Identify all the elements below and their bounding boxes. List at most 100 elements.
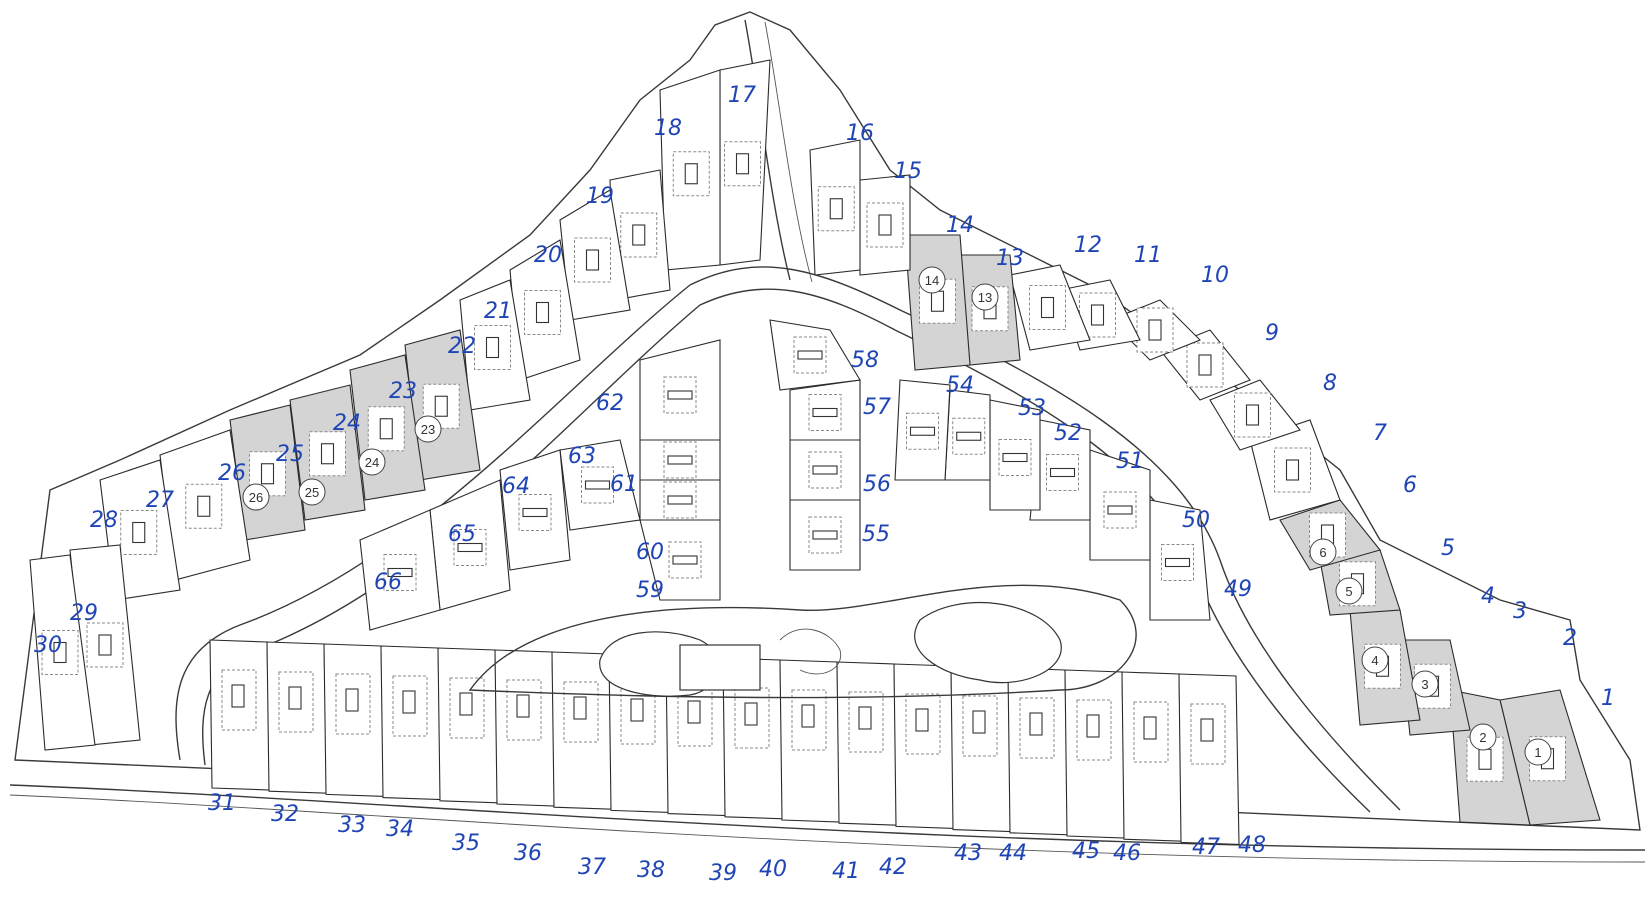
lot-number-40: 40 [759, 857, 787, 882]
house-core [667, 495, 693, 505]
lot-number-9: 9 [1265, 321, 1279, 346]
circled-mark-23: 23 [414, 415, 442, 443]
lot-number-7: 7 [1373, 421, 1387, 446]
house-core [801, 704, 815, 728]
lot-number-44: 44 [999, 841, 1027, 866]
house-core [288, 686, 302, 710]
north-lot-parcels [29, 59, 1601, 826]
house-core [573, 696, 587, 720]
south-street [9, 784, 1646, 851]
lot-number-38: 38 [637, 858, 665, 883]
lot-number-20: 20 [534, 243, 562, 268]
lot-number-31: 31 [208, 791, 236, 816]
house-core [667, 455, 693, 465]
lot-number-26: 26 [218, 461, 246, 486]
lot-number-1: 1 [1601, 686, 1615, 711]
north-access-road-edge [764, 21, 813, 283]
lot-number-labels: 1234567891011121314151617181920212223242… [34, 83, 1615, 886]
house-core [345, 688, 359, 712]
svg-text:3: 3 [1421, 677, 1428, 692]
lot-number-2: 2 [1563, 626, 1577, 651]
house-core [459, 692, 473, 716]
lot-number-12: 12 [1074, 233, 1102, 258]
circled-mark-13: 13 [971, 283, 999, 311]
lot-number-15: 15 [894, 159, 922, 184]
house-footprint [563, 681, 599, 743]
svg-text:26: 26 [249, 490, 263, 505]
svg-text:5: 5 [1345, 584, 1352, 599]
lot-number-27: 27 [146, 488, 174, 513]
house-core [956, 431, 982, 441]
house-core [812, 465, 838, 475]
house-core [632, 224, 646, 246]
house-core [260, 463, 275, 485]
lot-number-10: 10 [1201, 263, 1229, 288]
house-core [735, 153, 750, 175]
circled-mark-2: 2 [1469, 723, 1497, 751]
circled-mark-6: 6 [1309, 538, 1337, 566]
house-core [744, 702, 758, 726]
south-street-edge [9, 794, 1646, 863]
house-core [1049, 467, 1076, 478]
house-core [197, 495, 211, 517]
house-core [535, 301, 550, 324]
lot-number-29: 29 [70, 601, 98, 626]
house-core [457, 542, 483, 553]
house-core [1478, 748, 1492, 770]
circled-mark-5: 5 [1335, 577, 1363, 605]
house-core [812, 407, 838, 418]
house-core [1164, 557, 1191, 568]
lot-number-8: 8 [1323, 371, 1337, 396]
house-core [402, 690, 416, 714]
lot-number-50: 50 [1182, 508, 1210, 533]
lot-number-58: 58 [851, 348, 879, 373]
circled-mark-14: 14 [918, 266, 946, 294]
lot-number-33: 33 [338, 813, 366, 838]
house-core [584, 480, 611, 490]
svg-text:14: 14 [925, 273, 939, 288]
house-core [485, 336, 500, 359]
circled-mark-1: 1 [1524, 738, 1552, 766]
house-core [1148, 319, 1162, 341]
lot-number-18: 18 [654, 116, 682, 141]
svg-text:25: 25 [305, 485, 319, 500]
house-core [1143, 716, 1157, 740]
house-core [516, 694, 530, 718]
house-core [1107, 505, 1133, 515]
circled-mark-25: 25 [298, 478, 326, 506]
house-core [1245, 404, 1260, 426]
svg-text:2: 2 [1479, 730, 1486, 745]
lot-number-37: 37 [578, 855, 606, 880]
svg-text:6: 6 [1319, 545, 1326, 560]
lot-number-62: 62 [596, 391, 624, 416]
house-footprint [791, 689, 827, 751]
house-core [915, 708, 929, 732]
house-core [1002, 452, 1028, 463]
lot-number-49: 49 [1224, 577, 1252, 602]
lot-number-5: 5 [1441, 536, 1455, 561]
lot-number-32: 32 [271, 802, 299, 827]
house-core [320, 443, 335, 465]
house-core [53, 641, 67, 664]
house-core [672, 555, 698, 565]
lot-number-11: 11 [1134, 243, 1162, 268]
ring-road-outer [175, 266, 1401, 811]
house-core [1029, 712, 1043, 736]
svg-text:23: 23 [421, 422, 435, 437]
lot-number-64: 64 [502, 474, 530, 499]
lot-number-34: 34 [386, 817, 414, 842]
house-core [930, 290, 945, 312]
lot-number-17: 17 [728, 83, 756, 108]
lot-number-56: 56 [863, 472, 891, 497]
house-core [797, 350, 823, 360]
house-core [878, 214, 892, 236]
lot-number-35: 35 [452, 831, 480, 856]
south-lot-parcels [209, 639, 1240, 845]
lot-number-59: 59 [636, 578, 664, 603]
house-core [667, 390, 693, 400]
lot-number-51: 51 [1116, 449, 1144, 474]
circled-mark-4: 4 [1361, 646, 1389, 674]
inner-lot-parcels [359, 319, 1211, 631]
